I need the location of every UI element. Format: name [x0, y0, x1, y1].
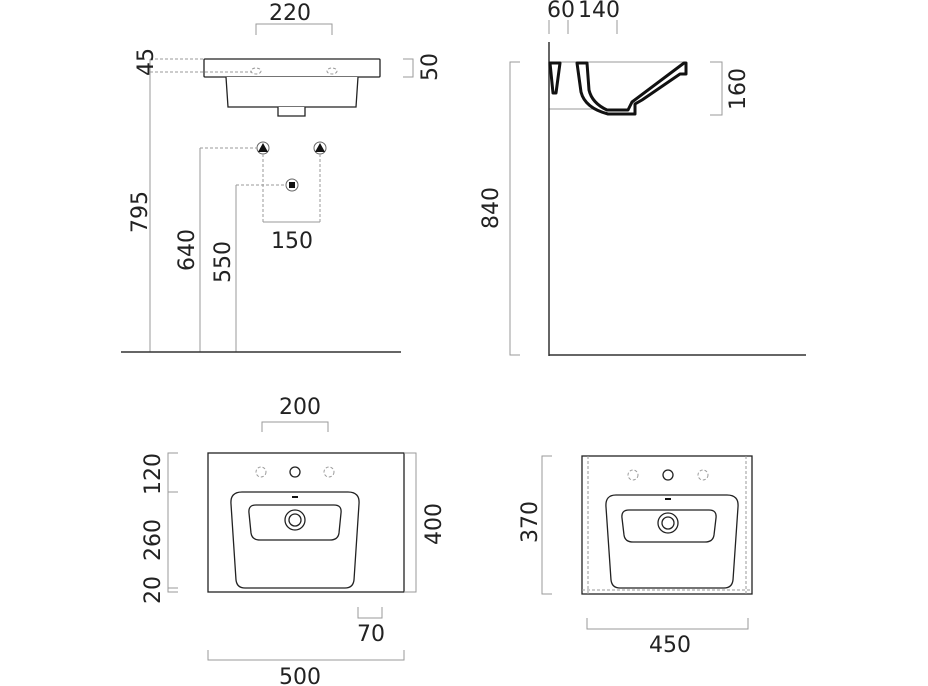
- tap-hole-left: [250, 67, 262, 75]
- dim-70-label: 70: [357, 622, 385, 647]
- dim-550-label: 550: [211, 241, 236, 283]
- top-view: 200 120 260 20 400 70 500: [141, 395, 447, 686]
- dim-400-label: 400: [422, 503, 447, 545]
- overflow-icon: [665, 498, 671, 500]
- basin-drain: [277, 107, 306, 117]
- dim-200-bracket: [261, 421, 329, 432]
- dim-370-bracket: [541, 455, 552, 595]
- supply-left-icon: [256, 141, 270, 155]
- dim-450-label: 450: [649, 633, 691, 658]
- dim-200-label: 200: [279, 395, 321, 420]
- section-bowl-profile: [575, 61, 688, 116]
- dim-400-bracket: [404, 452, 417, 593]
- waste-outlet-icon: [285, 178, 299, 192]
- top-view-small: 370 450: [518, 455, 753, 658]
- dim-260-label: 260: [141, 519, 166, 561]
- dim-20-label: 20: [141, 576, 166, 604]
- dim-220-bracket: [255, 23, 333, 35]
- dim-120-label: 120: [141, 453, 166, 495]
- dim-70-bracket: [357, 607, 383, 619]
- side-section-view: 60 140 160 840: [479, 0, 806, 356]
- dim-450-bracket: [586, 618, 749, 630]
- drain-inner-icon: [288, 513, 302, 527]
- dim-depth-ticks: [548, 20, 618, 34]
- front-elevation-view: 220 45 50 150 795 640 550: [121, 1, 443, 353]
- tap-hole-optional-right: [697, 469, 709, 481]
- tap-hole-center: [289, 466, 301, 478]
- dim-795-label: 795: [128, 191, 153, 233]
- dim-50-label: 50: [418, 53, 443, 81]
- section-guide-lines: [549, 61, 686, 110]
- rim-dashed-lines: [150, 58, 252, 73]
- dim-left-bracket: [167, 452, 178, 593]
- dim-160-label: 160: [726, 68, 751, 110]
- drain-inner-icon: [661, 516, 675, 530]
- dim-500-label: 500: [279, 665, 321, 686]
- tap-hole-optional-left: [627, 469, 639, 481]
- supply-right-icon: [313, 141, 327, 155]
- dim-220-label: 220: [269, 1, 311, 26]
- tap-hole-center: [662, 469, 674, 481]
- basin-inner-dotted: [582, 456, 752, 594]
- dim-50-bracket: [403, 58, 414, 78]
- supply-dashed-lines: [200, 147, 321, 222]
- dim-640-label: 640: [175, 229, 200, 271]
- dim-150-label: 150: [271, 229, 313, 254]
- tap-hole-right: [326, 67, 338, 75]
- dim-500-bracket: [207, 650, 405, 661]
- dim-60-label: 60: [547, 0, 575, 23]
- overflow-icon: [292, 496, 298, 498]
- supply-dim-lines: [199, 148, 320, 352]
- section-back-rim: [548, 61, 562, 95]
- dim-370-label: 370: [518, 501, 543, 543]
- tap-hole-optional-left: [255, 466, 267, 478]
- dim-45-label: 45: [134, 48, 159, 76]
- dim-840-bracket: [509, 61, 520, 356]
- dim-160-bracket: [710, 61, 723, 116]
- basin-bowl: [225, 76, 359, 108]
- dim-840-label: 840: [479, 187, 504, 229]
- dim-140-label: 140: [578, 0, 620, 23]
- tap-hole-optional-right: [323, 466, 335, 478]
- basin-rim: [203, 58, 381, 78]
